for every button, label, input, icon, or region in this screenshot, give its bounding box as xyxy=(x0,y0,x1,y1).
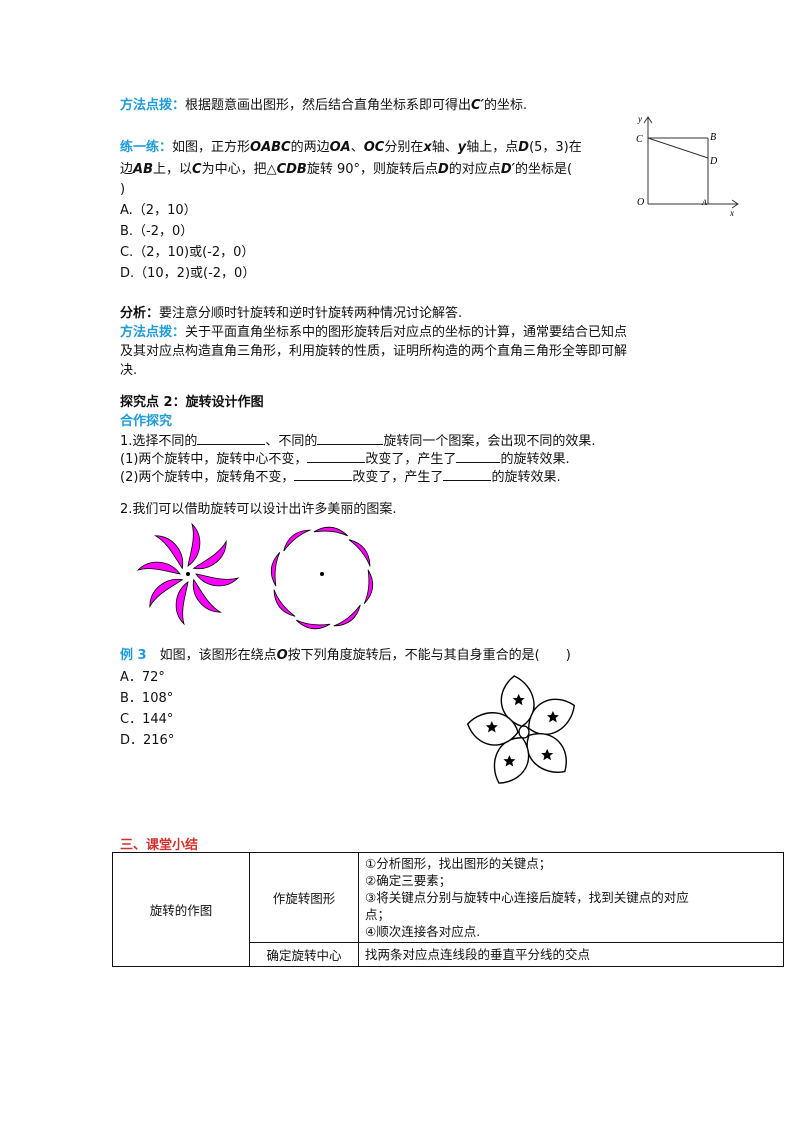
example-3: 例 3 如图，该图形在绕点O按下列角度旋转后，不能与其自身重合的是( ) xyxy=(120,648,571,663)
ring-pattern xyxy=(270,526,374,630)
pinwheel-center-dot xyxy=(186,572,190,576)
practice-option-d: D.（10，2)或(-2，0） xyxy=(120,266,256,281)
answer-blank[interactable] xyxy=(317,430,384,445)
practice-line-1: 练一练：如图，正方形OABC的两边OA、OC分别在x轴、y轴上，点D(5，3)在 xyxy=(120,140,582,155)
ring-segment xyxy=(283,529,311,552)
example-3-option-b: B．108° xyxy=(120,691,174,706)
example-3-option-d: D．216° xyxy=(120,733,175,748)
question-1-2: (2)两个旋转中，旋转角不变，改变了，产生了的旋转效果. xyxy=(120,466,561,488)
row1-steps: ①分析图形，找出图形的关键点； ②确定三要素； ③将关键点分别与旋转中心连接后旋… xyxy=(358,852,784,943)
pinwheel-petal xyxy=(192,539,227,570)
answer-blank[interactable] xyxy=(443,466,492,481)
practice-line-2: 边AB上，以C为中心，把△CDB旋转 90°，则旋转后点D的对应点D′的坐标是( xyxy=(120,162,573,177)
ring-segment xyxy=(296,619,331,630)
method-tip-2-line-2: 及其对应点构造直角三角形，利用旋转的性质，证明所构造的两个直角三角形全等即可解 xyxy=(120,344,628,359)
row1-label: 作旋转图形 xyxy=(249,852,359,943)
summary-title: 三、课堂小结 xyxy=(120,838,199,853)
flower-center-o xyxy=(518,725,530,739)
star-flower-figure xyxy=(466,675,576,784)
ring-segments xyxy=(270,526,374,630)
question-2: 2.我们可以借助旋转可以设计出许多美丽的图案. xyxy=(120,502,397,517)
analysis: 分析：要注意分顺时针旋转和逆时针旋转两种情况讨论解答. xyxy=(120,306,463,321)
y-axis-label: y xyxy=(637,114,642,124)
method-tip-2-line-1: 方法点拨：关于平面直角坐标系中的图形旋转后对应点的坐标的计算，通常要结合已知点 xyxy=(120,325,628,340)
pinwheel-petal xyxy=(149,578,184,609)
practice-line-3: ) xyxy=(120,182,126,197)
pinwheel-pattern xyxy=(136,522,240,626)
question-1: 1.选择不同的、不同的旋转同一个图案，会出现不同的效果. xyxy=(120,430,596,452)
pinwheel-petal xyxy=(153,535,184,570)
practice-option-b: B.（-2，0） xyxy=(120,224,194,239)
method-tip-label: 方法点拨： xyxy=(120,98,186,113)
ring-segment xyxy=(313,526,348,537)
summary-table: 旋转的作图 作旋转图形 ①分析图形，找出图形的关键点； ②确定三要素； ③将关键… xyxy=(112,852,784,967)
star-icon xyxy=(541,748,554,761)
question-1-1: (1)两个旋转中，旋转中心不变，改变了，产生了的旋转效果. xyxy=(120,448,570,470)
point-c-label: C xyxy=(636,134,643,145)
section-2-title: 探究点 2：旋转设计作图 xyxy=(120,395,264,410)
y-axis-arrow xyxy=(643,116,653,124)
ring-center-dot xyxy=(320,572,324,576)
answer-blank[interactable] xyxy=(197,430,266,445)
row2-label: 确定旋转中心 xyxy=(249,942,359,967)
star-icon xyxy=(546,711,559,723)
pinwheel-petal xyxy=(136,561,181,575)
answer-blank[interactable] xyxy=(294,466,353,481)
answer-blank[interactable] xyxy=(307,448,366,463)
pinwheel-petal xyxy=(187,522,201,567)
star-icon xyxy=(485,721,498,733)
row2-text: 找两条对应点连线段的垂直平分线的交点 xyxy=(358,942,784,967)
flower-petals xyxy=(466,675,576,784)
ring-segment xyxy=(270,552,281,587)
ring-segment xyxy=(348,539,371,567)
segment-cd xyxy=(647,137,709,159)
star-icon xyxy=(512,693,525,706)
method-tip-2-line-3: 决. xyxy=(120,363,138,378)
ring-segment xyxy=(273,589,296,617)
star-icon xyxy=(503,755,516,767)
point-o-label: O xyxy=(637,197,644,208)
method-tip-1: 方法点拨：根据题意画出图形，然后结合直角坐标系即可得出C′的坐标. xyxy=(120,98,528,113)
x-axis-arrow xyxy=(731,199,739,209)
point-a-label: A xyxy=(701,198,707,207)
section-2-subtitle: 合作探究 xyxy=(120,414,173,429)
pinwheel-petals xyxy=(136,522,240,626)
x-axis-label: x xyxy=(729,208,734,217)
square-coordinate-diagram: y x C B D O A xyxy=(636,114,739,217)
pinwheel-petal xyxy=(195,573,240,587)
example-3-option-c: C．144° xyxy=(120,712,174,727)
summary-topic: 旋转的作图 xyxy=(112,852,250,967)
practice-option-a: A.（2，10） xyxy=(120,203,197,218)
point-b-label: B xyxy=(710,132,716,143)
answer-blank[interactable] xyxy=(456,448,501,463)
ring-segment xyxy=(333,604,361,627)
pinwheel-petal xyxy=(192,578,223,613)
point-d-label: D xyxy=(709,156,718,167)
ring-segment xyxy=(363,569,374,604)
pinwheel-petal xyxy=(175,581,189,626)
practice-option-c: C.（2，10)或(-2，0） xyxy=(120,245,255,260)
example-3-option-a: A．72° xyxy=(120,670,165,685)
